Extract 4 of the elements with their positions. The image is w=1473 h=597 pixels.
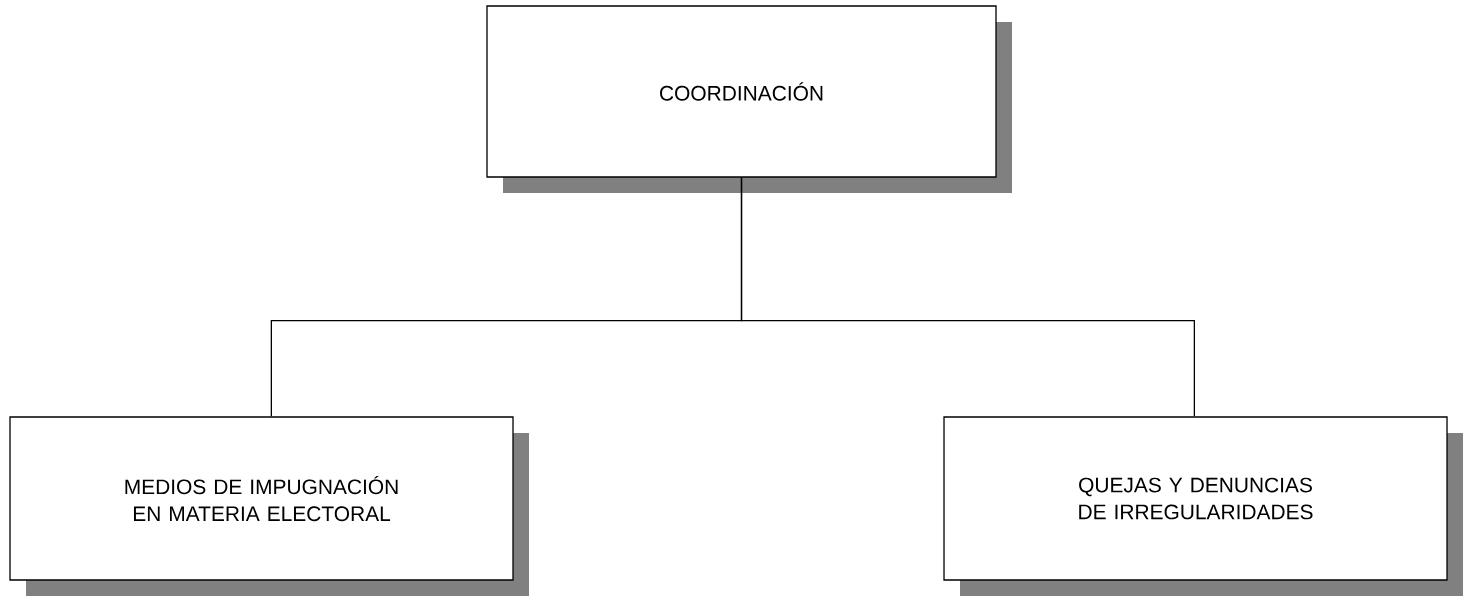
connector-line — [740, 177, 1195, 417]
org-box: QUEJAS Y DENUNCIAS DE IRREGULARIDADES — [943, 416, 1463, 596]
org-box: MEDIOS DE IMPUGNACIÓN EN MATERIA ELECTORAL — [9, 416, 529, 596]
org-box: COORDINACIÓN — [486, 5, 1012, 193]
